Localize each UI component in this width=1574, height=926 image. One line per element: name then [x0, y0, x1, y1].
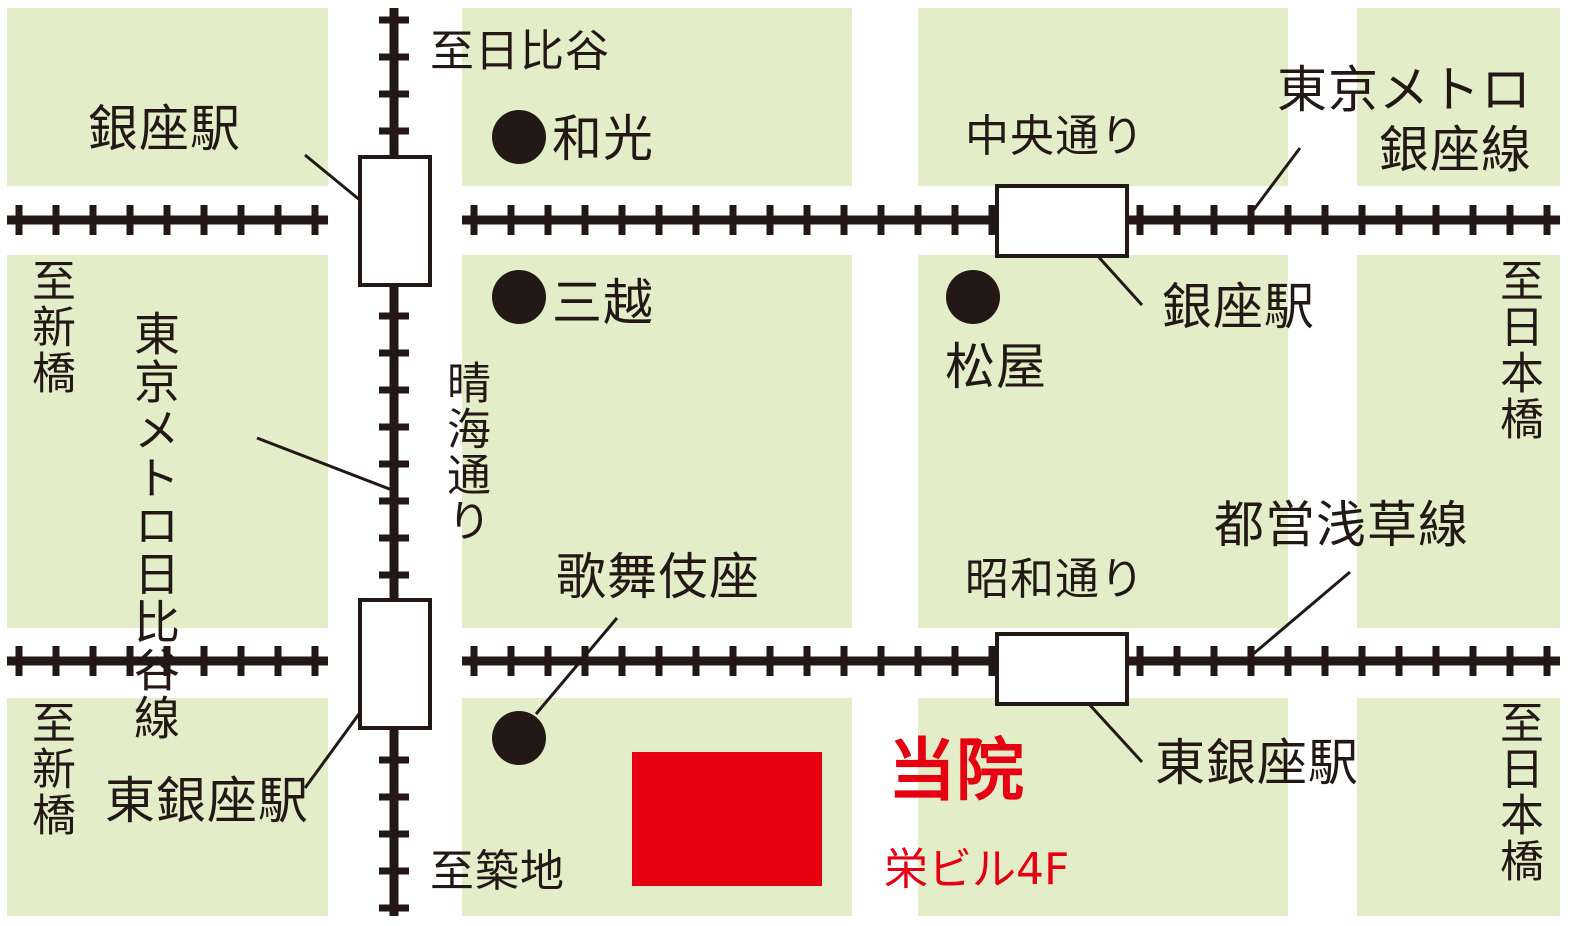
label-chuo-dori: 中央通り	[965, 111, 1145, 162]
city-block	[918, 698, 1288, 916]
label-higashi-ginza-right: 東銀座駅	[1155, 734, 1359, 792]
city-block	[1357, 255, 1560, 628]
city-block	[7, 255, 328, 628]
label-asakusa-line: 都営浅草線	[1214, 496, 1469, 554]
ginza-station-box-icon	[995, 184, 1129, 258]
label-mitsukoshi: 三越	[552, 274, 654, 332]
label-clinic-building: 栄ビル4F	[884, 844, 1070, 895]
label-to-nihonbashi-bottom: 至日本橋	[1492, 700, 1543, 884]
city-block	[7, 8, 328, 186]
city-block	[7, 698, 328, 916]
label-to-shinbashi-top: 至新橋	[24, 258, 75, 396]
kabukiza-marker-icon	[492, 711, 546, 765]
city-block	[918, 8, 1288, 186]
label-higashi-ginza-left: 東銀座駅	[105, 772, 309, 830]
higashi-ginza-station-box-icon	[995, 632, 1129, 706]
station-boxes	[358, 155, 1129, 730]
label-kabukiza: 歌舞伎座	[556, 548, 760, 606]
label-matsuya: 松屋	[945, 338, 1047, 396]
city-block	[1357, 8, 1560, 186]
label-hibiya-line: 東京メトロ日比谷線	[127, 310, 181, 742]
label-to-shinbashi-bottom: 至新橋	[24, 700, 75, 838]
leader-line	[1251, 570, 1351, 657]
label-wako: 和光	[552, 110, 654, 168]
label-to-hibiya: 至日比谷	[430, 26, 610, 77]
label-to-nihonbashi-top: 至日本橋	[1492, 258, 1543, 442]
label-ginza-station-right: 銀座駅	[1162, 278, 1315, 336]
ginza-station-box-icon	[358, 155, 432, 287]
city-block	[1357, 698, 1560, 916]
higashi-ginza-station-box-icon	[358, 598, 432, 730]
label-clinic-name: 当院	[888, 732, 1025, 811]
leader-line	[256, 436, 393, 492]
leader-line	[1250, 147, 1302, 213]
label-harumi-dori: 晴海通り	[439, 360, 490, 544]
mitsukoshi-marker-icon	[492, 270, 546, 324]
label-ginza-station-left: 銀座駅	[88, 100, 241, 158]
landmark-markers	[492, 110, 1000, 765]
matsuya-marker-icon	[946, 270, 1000, 324]
leader-line	[534, 617, 619, 715]
wako-marker-icon	[492, 110, 546, 164]
clinic-marker-icon	[632, 752, 822, 886]
label-to-tsukiji: 至築地	[430, 846, 565, 897]
label-ginza-line: 東京メトロ銀座線	[1277, 61, 1532, 179]
label-showa-dori: 昭和通り	[965, 554, 1145, 605]
